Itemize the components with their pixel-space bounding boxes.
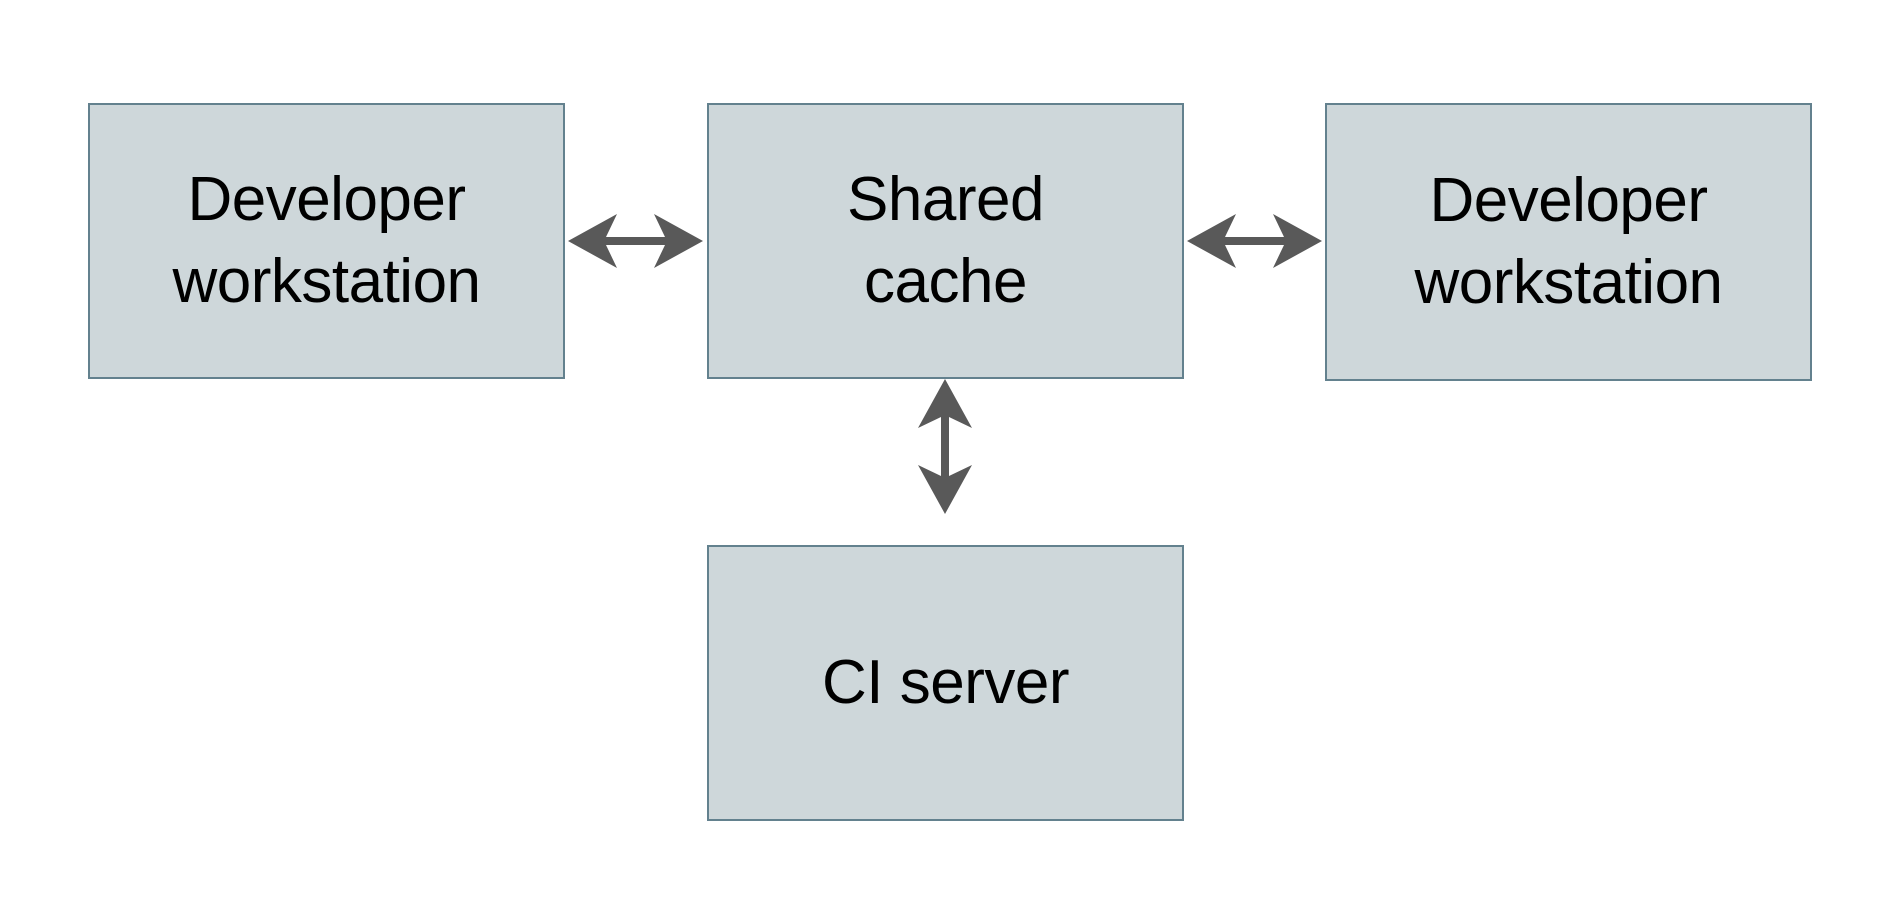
node-developer-workstation-left[interactable]: Developer workstation bbox=[88, 103, 565, 379]
edge-dev-left-cache[interactable] bbox=[560, 216, 710, 268]
node-ci-server[interactable]: CI server bbox=[707, 545, 1184, 821]
node-shared-cache[interactable]: Shared cache bbox=[707, 103, 1184, 379]
node-label: Developer workstation bbox=[1414, 166, 1723, 317]
edge-cache-ci-server[interactable] bbox=[920, 375, 972, 550]
edge-cache-dev-right[interactable] bbox=[1180, 216, 1330, 268]
node-label: Developer workstation bbox=[172, 165, 481, 316]
node-label: CI server bbox=[822, 648, 1069, 718]
node-developer-workstation-right[interactable]: Developer workstation bbox=[1325, 103, 1812, 381]
node-label: Shared cache bbox=[847, 165, 1044, 316]
